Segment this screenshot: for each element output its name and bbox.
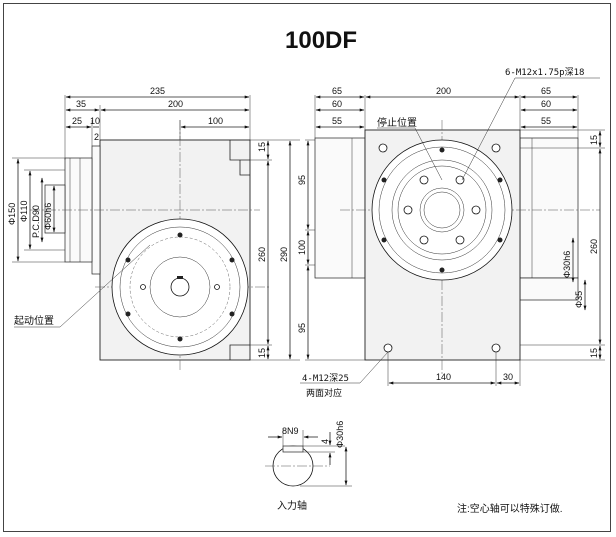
dimension-label: 2	[94, 132, 99, 142]
dimension-label: Φ60h6	[43, 203, 53, 230]
dimension-label: 60	[541, 99, 551, 109]
drawing-title: 100DF	[285, 27, 357, 54]
dimension-label: 4	[320, 439, 330, 444]
dimension-label: 95	[297, 323, 307, 333]
dimension-label: 15	[589, 135, 599, 145]
right-bottom-dimensions: 140 30	[387, 352, 521, 386]
dimension-label: 235	[150, 86, 165, 96]
dimension-label: Φ30h6	[335, 421, 345, 448]
dimension-label: 290	[279, 247, 289, 262]
right-left-housing	[314, 137, 366, 279]
dimension-label: 65	[332, 86, 342, 96]
dimension-label: 100	[297, 240, 307, 255]
stop-position-label: 停止位置	[377, 116, 417, 129]
dimension-label: 260	[257, 247, 267, 262]
dimension-label: 15	[589, 348, 599, 358]
dimension-label: 8N9	[282, 426, 299, 436]
dimension-label: Φ30h6	[562, 251, 572, 278]
dimension-label: 100	[208, 116, 223, 126]
left-input-shaft	[170, 277, 190, 297]
right-left-dimensions: 95 100 95	[297, 139, 365, 361]
right-right-dimensions: 15 Φ30h6 Φ35 260 15	[520, 129, 605, 361]
right-output-table	[371, 139, 513, 281]
dimension-label: P.C.D90	[31, 205, 41, 238]
dimension-label: 60	[332, 99, 342, 109]
right-right-housing	[519, 137, 579, 279]
dimension-label: 35	[76, 99, 86, 109]
left-side-dimensions: Φ150 Φ110 P.C.D90 Φ60h6	[7, 157, 65, 263]
dimension-label: 260	[589, 239, 599, 254]
dimension-label: 55	[332, 116, 342, 126]
start-position-leader	[59, 244, 151, 328]
start-position-label: 起动位置	[14, 314, 54, 327]
dimension-label: 25	[72, 116, 82, 126]
shaft-detail: 8N9 4 Φ30h6 入力轴	[265, 421, 352, 512]
dimension-label: 65	[541, 86, 551, 96]
dimension-label: 95	[297, 175, 307, 185]
dimension-label: Φ150	[7, 203, 17, 225]
footnote: 注:空心轴可以特殊订做.	[457, 502, 563, 515]
mount-holes-note: 两面对应	[306, 387, 342, 398]
dimension-label: Φ35	[574, 291, 584, 308]
dimension-label: Φ110	[19, 200, 29, 222]
dimension-label: 10	[90, 116, 100, 126]
dimension-label: 140	[436, 372, 451, 382]
input-shaft-label: 入力轴	[277, 499, 307, 512]
left-right-dimensions: 15 260 290 15	[250, 139, 300, 361]
right-top-dimensions: 65 60 55 200 65 60 55	[314, 86, 579, 138]
mount-hole	[383, 343, 393, 353]
mount-holes-callout: 4-M12深25	[302, 373, 349, 384]
dimension-label: 15	[257, 142, 267, 152]
dimension-label: 55	[541, 116, 551, 126]
dimension-label: 200	[436, 86, 451, 96]
dimension-label: 15	[257, 348, 267, 358]
holes-callout: 6-M12x1.75p深18	[505, 67, 584, 78]
dimension-label: 30	[503, 372, 513, 382]
right-view: 65 60 55 200 65 60 55 6-M12x1.75p深18 停止位…	[297, 67, 605, 398]
drawing-frame	[3, 3, 611, 532]
dimension-label: 200	[168, 99, 183, 109]
left-top-dimensions: 235 35 200 25 10 2 100	[64, 86, 251, 160]
left-view: 起动位置 235 35 200 25 10 2 100	[7, 86, 300, 370]
